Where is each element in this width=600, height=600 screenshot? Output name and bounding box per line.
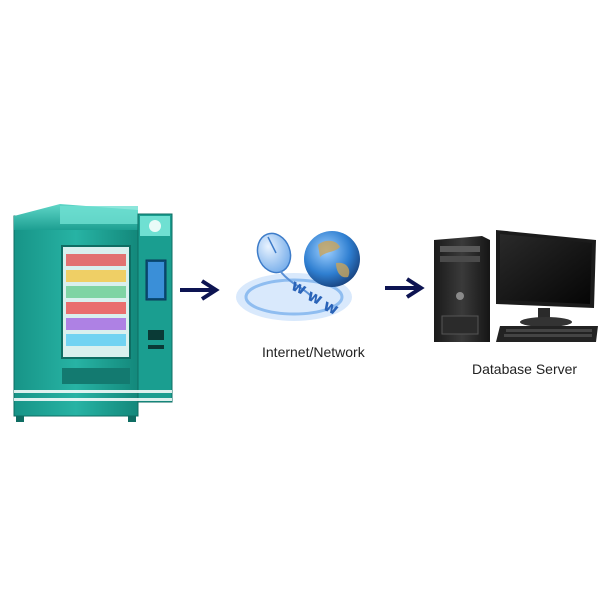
- vending-machine-node: [10, 200, 180, 425]
- server-label: Database Server: [472, 361, 578, 377]
- server-node: [430, 226, 600, 354]
- arrow-right-icon: [385, 277, 425, 299]
- www-globe-mouse-icon: w w w: [236, 231, 360, 321]
- arrow-1: [178, 278, 222, 302]
- arrow-2: [383, 276, 427, 300]
- internet-node: w w w: [232, 225, 372, 335]
- arrow-right-icon: [180, 279, 220, 301]
- desktop-computer-icon: [434, 230, 598, 342]
- product-shelves: [66, 254, 126, 346]
- keyboard-keys: [504, 329, 592, 337]
- vending-machine-icon: [13, 204, 173, 422]
- internet-label: Internet/Network: [262, 344, 365, 360]
